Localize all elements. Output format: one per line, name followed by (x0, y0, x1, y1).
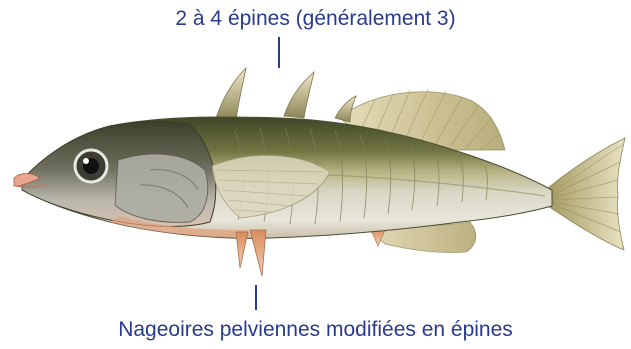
pelvic-spine-2 (250, 230, 266, 276)
pelvic-spines-leader-line (255, 285, 257, 310)
pelvic-spines-label: Nageoires pelviennes modifiées en épines (0, 318, 631, 342)
dorsal-spine-2 (284, 72, 314, 118)
gill-cover (115, 154, 208, 222)
pelvic-spine-1 (236, 232, 248, 268)
tail-fin (548, 138, 625, 250)
dorsal-spine-1 (216, 68, 246, 120)
